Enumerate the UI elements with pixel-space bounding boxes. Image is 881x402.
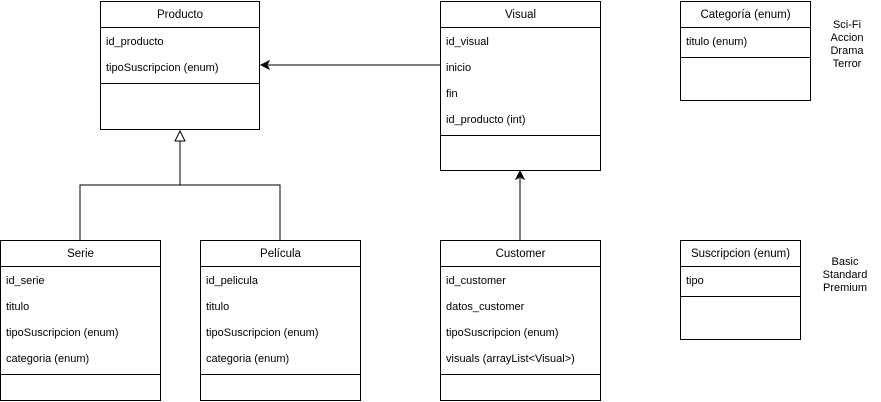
inheritance-generalization	[79, 129, 281, 240]
attribute: tipoSuscripcion (enum)	[6, 327, 119, 339]
attribute: datos_customer	[446, 301, 525, 313]
categoria-values-note: Sci-Fi Accion Drama Terror	[812, 19, 881, 71]
note-line: Standard	[822, 269, 868, 281]
attribute: inicio	[446, 62, 472, 74]
class-customer-attributes: id_customer datos_customer tipoSuscripci…	[441, 267, 600, 375]
attribute: titulo	[206, 301, 230, 313]
attribute: id_producto (int)	[446, 114, 526, 126]
attribute: categoria (enum)	[206, 353, 290, 365]
class-suscripcion-name: Suscripcion (enum)	[681, 241, 800, 267]
note-line: Basic	[831, 256, 859, 268]
attribute: id_customer	[446, 275, 506, 287]
class-suscripcion-enum[interactable]: Suscripcion (enum) tipo	[680, 240, 801, 340]
attribute: tipoSuscripcion (enum)	[446, 327, 559, 339]
attribute: categoria (enum)	[6, 353, 90, 365]
note-line: Premium	[822, 282, 867, 294]
attribute: tipoSuscripcion (enum)	[106, 62, 219, 74]
attribute: id_pelicula	[206, 275, 258, 287]
class-categoria-attributes: titulo (enum)	[681, 28, 810, 58]
class-customer[interactable]: Customer id_customer datos_customer tipo…	[440, 240, 601, 401]
attribute: tipoSuscripcion (enum)	[206, 327, 319, 339]
class-serie[interactable]: Serie id_serie titulo tipoSuscripcion (e…	[0, 240, 161, 401]
attribute: titulo (enum)	[686, 36, 748, 48]
class-visual[interactable]: Visual id_visual inicio fin id_producto …	[440, 1, 601, 171]
attribute: visuals (arrayList<Visual>)	[446, 353, 575, 365]
attribute: titulo	[6, 301, 30, 313]
attribute: id_visual	[446, 36, 489, 48]
class-pelicula[interactable]: Película id_pelicula titulo tipoSuscripc…	[200, 240, 361, 401]
attribute: fin	[446, 88, 458, 100]
class-suscripcion-attributes: tipo	[681, 267, 800, 297]
note-line: Terror	[832, 58, 862, 70]
class-categoria-name: Categoría (enum)	[681, 2, 810, 28]
class-producto-name: Producto	[101, 2, 259, 28]
attribute: id_serie	[6, 275, 45, 287]
attribute: id_producto	[106, 36, 164, 48]
inheritance-triangle-icon	[174, 129, 186, 142]
note-line: Drama	[830, 45, 864, 57]
customer-to-visual-association	[514, 169, 526, 240]
class-pelicula-attributes: id_pelicula titulo tipoSuscripcion (enum…	[201, 267, 360, 375]
suscripcion-values-note: Basic Standard Premium	[810, 256, 880, 295]
attribute: tipo	[686, 275, 704, 287]
class-producto-attributes: id_producto tipoSuscripcion (enum)	[101, 28, 259, 84]
visual-to-producto-association	[259, 59, 440, 71]
class-categoria-enum[interactable]: Categoría (enum) titulo (enum)	[680, 1, 811, 101]
class-visual-name: Visual	[441, 2, 600, 28]
note-line: Accion	[830, 32, 864, 44]
class-pelicula-name: Película	[201, 241, 360, 267]
class-visual-attributes: id_visual inicio fin id_producto (int)	[441, 28, 600, 136]
class-customer-name: Customer	[441, 241, 600, 267]
note-line: Sci-Fi	[832, 19, 862, 31]
class-serie-name: Serie	[1, 241, 160, 267]
class-producto[interactable]: Producto id_producto tipoSuscripcion (en…	[100, 1, 260, 130]
class-serie-attributes: id_serie titulo tipoSuscripcion (enum) c…	[1, 267, 160, 375]
